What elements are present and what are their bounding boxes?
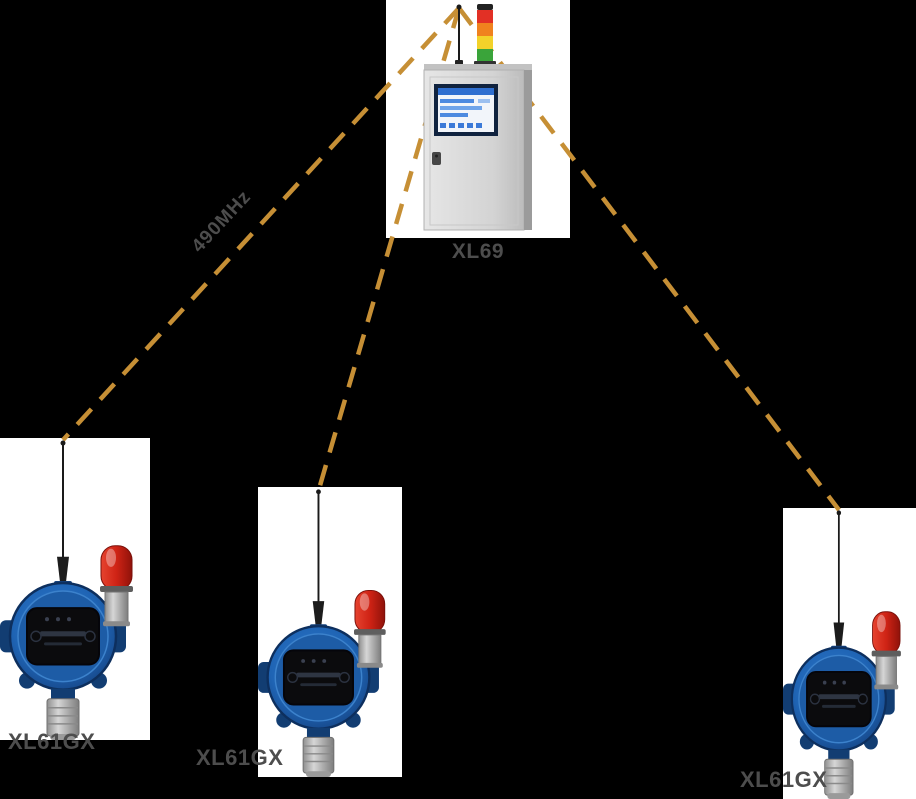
frequency-label: 490MHz <box>187 186 256 257</box>
detector-illustration-3 <box>783 508 916 799</box>
detector-label-3: XL61GX <box>740 767 828 792</box>
stack-light-icon <box>474 4 496 66</box>
controller-label: XL69 <box>451 240 505 263</box>
controller-screen <box>434 84 498 136</box>
detector-illustration-1 <box>0 438 150 740</box>
detector-label-1: XL61GX <box>8 729 96 754</box>
detector-label-2: XL61GX <box>196 745 284 770</box>
controller-cabinet <box>423 64 532 231</box>
detector-illustration-2 <box>258 487 402 777</box>
controller-illustration <box>423 4 532 231</box>
door-lock-icon <box>432 152 441 165</box>
